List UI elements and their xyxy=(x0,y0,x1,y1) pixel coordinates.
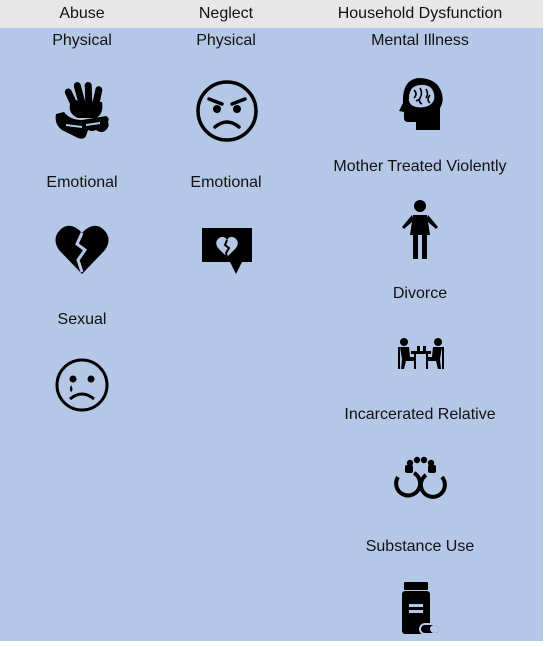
neglect-column-heading: Neglect xyxy=(198,5,254,22)
sad-face-icon xyxy=(54,357,110,413)
abuse-emotional-label: Emotional xyxy=(46,174,118,191)
abuse-column-heading: Abuse xyxy=(59,5,105,22)
woman-figure-icon xyxy=(400,199,440,261)
sign-language-hands-icon xyxy=(52,80,112,144)
head-brain-icon xyxy=(396,76,446,132)
mental-illness-label: Mental Illness xyxy=(371,32,469,49)
neglect-physical-label: Physical xyxy=(196,32,256,49)
header-band xyxy=(0,0,543,28)
abuse-sexual-label: Sexual xyxy=(57,311,107,328)
broken-heart-icon xyxy=(55,224,109,276)
broken-heart-speech-bubble-icon xyxy=(200,226,254,276)
mother-treated-violently-label: Mother Treated Violently xyxy=(333,158,507,175)
pill-bottle-icon xyxy=(400,582,442,636)
abuse-physical-label: Physical xyxy=(52,32,112,49)
household-column-heading: Household Dysfunction xyxy=(337,5,503,22)
divorce-label: Divorce xyxy=(392,285,448,302)
substance-use-label: Substance Use xyxy=(365,538,475,555)
couple-at-table-icon xyxy=(396,337,446,371)
neglect-emotional-label: Emotional xyxy=(190,174,262,191)
incarcerated-relative-label: Incarcerated Relative xyxy=(344,406,496,423)
angry-face-icon xyxy=(195,79,259,143)
handcuffs-icon xyxy=(388,455,452,505)
